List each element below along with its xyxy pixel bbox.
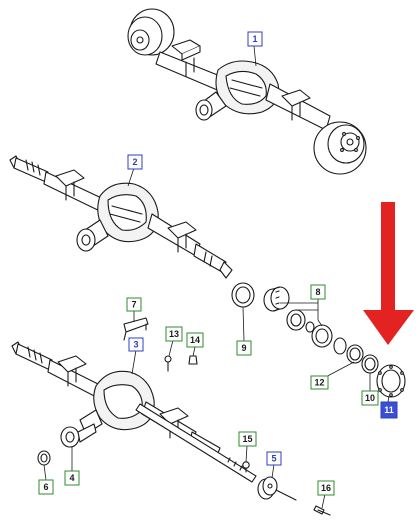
callout-number: 13 (169, 329, 179, 339)
shim-12 (347, 345, 363, 363)
callout-box (64, 470, 80, 486)
callout-number: 7 (131, 300, 136, 310)
callout-box (310, 375, 329, 390)
plug-14 (189, 356, 197, 364)
callout-12: 12 (310, 375, 329, 390)
callout-number: 2 (132, 157, 137, 167)
callout-4: 4 (64, 470, 80, 486)
callout-box (266, 451, 282, 466)
callout-number: 11 (384, 405, 394, 415)
callout-box (361, 390, 379, 406)
callout-number: 4 (69, 473, 74, 483)
red-arrow-icon (363, 202, 414, 345)
leader-lines (43, 45, 390, 509)
gasket-11 (377, 365, 405, 397)
callout-number: 6 (43, 482, 48, 492)
callout-10: 10 (361, 390, 379, 406)
wheel-stud-16 (314, 506, 330, 515)
callout-number: 9 (241, 343, 246, 353)
callout-box (127, 154, 143, 170)
rear-axle-assembly-disc (10, 156, 232, 278)
callout-15: 15 (238, 431, 257, 447)
seal-10 (362, 355, 378, 373)
bearing-kit-8 (264, 287, 346, 354)
callout-box (380, 401, 398, 419)
callout-number: 3 (133, 340, 138, 350)
callout-box (310, 284, 326, 300)
callout-11: 11 (380, 401, 398, 419)
callout-number: 14 (190, 335, 200, 345)
callout-13: 13 (165, 326, 183, 342)
nut-6 (38, 451, 50, 465)
callout-number: 12 (314, 378, 324, 388)
callout-3: 3 (128, 337, 144, 352)
callout-number: 16 (321, 483, 331, 493)
callout-box (128, 337, 144, 352)
callout-number: 15 (242, 434, 252, 444)
callout-box (238, 431, 257, 447)
vent-cap-7 (124, 318, 148, 340)
callout-6: 6 (38, 479, 54, 495)
callout-5: 5 (266, 451, 282, 466)
callout-9: 9 (236, 340, 252, 356)
bolt-13 (165, 356, 171, 371)
axle-shaft-5 (136, 404, 296, 500)
callout-box (38, 479, 54, 495)
callout-number: 10 (365, 393, 375, 403)
callout-14: 14 (186, 332, 204, 348)
callout-number: 8 (315, 287, 320, 297)
callout-16: 16 (317, 480, 335, 496)
callout-box (317, 480, 335, 496)
callout-box (236, 340, 252, 356)
callout-box (186, 332, 204, 348)
callout-number: 1 (252, 34, 257, 44)
callout-1: 1 (247, 31, 263, 47)
callout-box (247, 31, 263, 47)
rear-axle-assembly-drum (128, 9, 366, 174)
callout-7: 7 (126, 297, 142, 312)
callout-2: 2 (127, 154, 143, 170)
pinion-flange-4 (61, 424, 96, 447)
callout-number: 5 (271, 454, 276, 464)
oil-seal-9 (232, 283, 254, 307)
callout-box (126, 297, 142, 312)
callout-box (165, 326, 183, 342)
callout-8: 8 (310, 284, 326, 300)
